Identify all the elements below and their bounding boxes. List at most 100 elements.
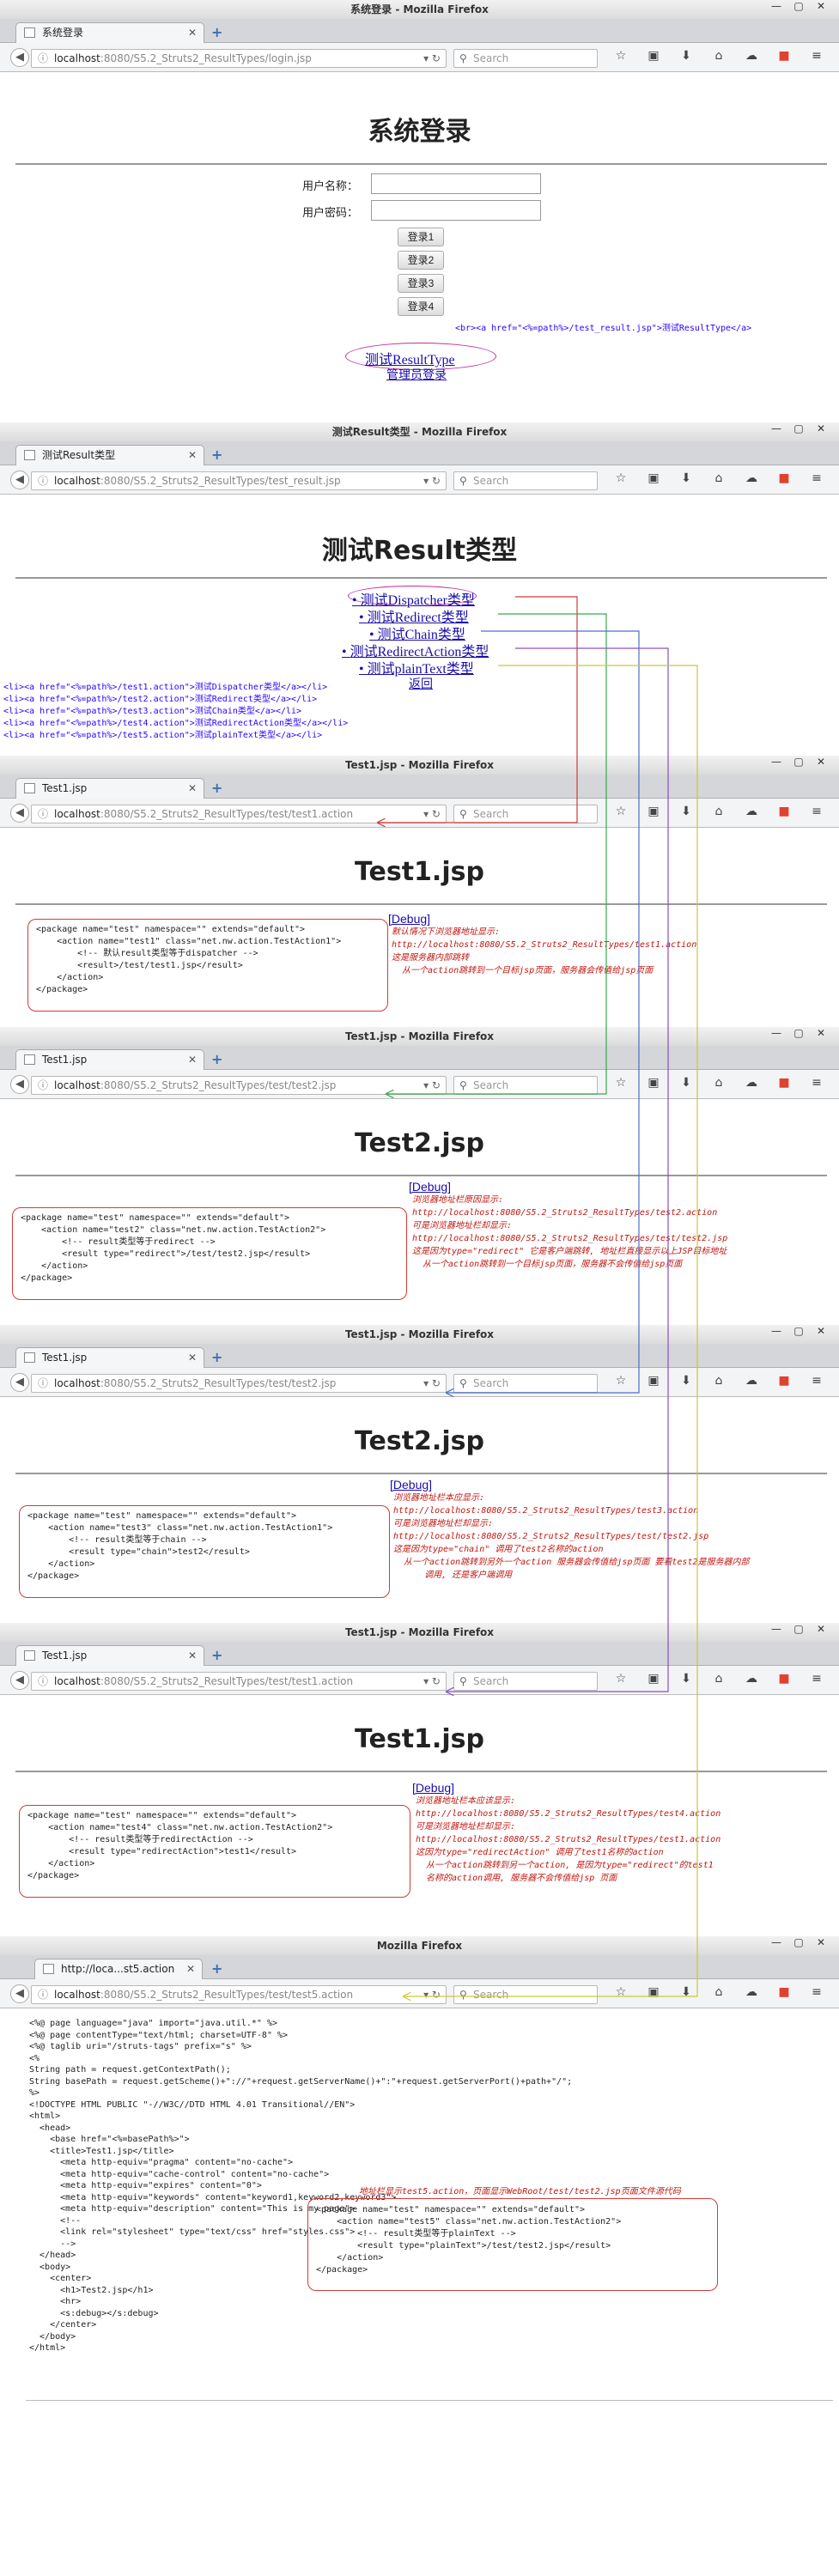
bookmark-star-icon[interactable]: ☆: [615, 471, 627, 485]
new-tab-button[interactable]: +: [211, 447, 223, 463]
close-button[interactable]: ✕: [816, 1936, 826, 1948]
login-button-2[interactable]: 登录2: [398, 251, 444, 270]
home-icon[interactable]: ⌂: [714, 805, 723, 818]
reload-icon[interactable]: ▾ ↻: [423, 1675, 441, 1687]
search-input[interactable]: ⚲Search: [453, 805, 598, 823]
home-icon[interactable]: ⌂: [714, 1672, 723, 1686]
close-button[interactable]: ✕: [816, 1623, 826, 1635]
menu-icon[interactable]: ≡: [812, 49, 822, 63]
downloads-icon[interactable]: ⬇: [681, 805, 691, 818]
tab-active[interactable]: Test1.jsp✕: [15, 778, 204, 799]
minimize-button[interactable]: —: [771, 0, 781, 12]
tab-active[interactable]: 系统登录✕: [15, 22, 204, 43]
reading-list-icon[interactable]: ▣: [647, 1672, 660, 1686]
addon-icon[interactable]: ■: [778, 471, 790, 485]
bookmark-star-icon[interactable]: ☆: [615, 49, 627, 63]
reading-list-icon[interactable]: ▣: [647, 1985, 660, 1999]
downloads-icon[interactable]: ⬇: [681, 1672, 691, 1686]
search-input[interactable]: ⚲Search: [453, 49, 598, 68]
reading-list-icon[interactable]: ▣: [647, 1076, 660, 1090]
tab-close-icon[interactable]: ✕: [185, 1963, 195, 1975]
tab-active[interactable]: http://loca...st5.action✕: [34, 1959, 203, 1979]
reload-icon[interactable]: ▾ ↻: [423, 475, 441, 487]
maximize-button[interactable]: ▢: [793, 0, 804, 12]
debug-link[interactable]: [Debug]: [409, 1180, 452, 1194]
tab-close-icon[interactable]: ✕: [187, 1054, 197, 1066]
menu-icon[interactable]: ≡: [812, 805, 822, 818]
addon-icon[interactable]: ■: [778, 1076, 790, 1090]
search-input[interactable]: ⚲Search: [453, 471, 598, 490]
reading-list-icon[interactable]: ▣: [647, 49, 660, 63]
login-button-1[interactable]: 登录1: [398, 228, 444, 246]
bookmark-star-icon[interactable]: ☆: [615, 1076, 627, 1090]
addon-icon[interactable]: ■: [778, 1985, 790, 1999]
addon-icon[interactable]: ■: [778, 1374, 790, 1388]
home-icon[interactable]: ⌂: [714, 49, 723, 63]
tab-close-icon[interactable]: ✕: [187, 1352, 197, 1364]
minimize-button[interactable]: —: [771, 756, 781, 768]
sync-icon[interactable]: ☁: [745, 1076, 757, 1090]
minimize-button[interactable]: —: [771, 422, 781, 434]
home-icon[interactable]: ⌂: [714, 1374, 723, 1388]
home-icon[interactable]: ⌂: [714, 471, 723, 485]
close-button[interactable]: ✕: [816, 1027, 826, 1039]
debug-link[interactable]: [Debug]: [412, 1781, 455, 1795]
tab-active[interactable]: Test1.jsp✕: [15, 1049, 204, 1070]
menu-icon[interactable]: ≡: [812, 1672, 822, 1686]
sync-icon[interactable]: ☁: [745, 471, 757, 485]
new-tab-button[interactable]: +: [211, 24, 223, 40]
reload-icon[interactable]: ▾ ↻: [423, 1079, 441, 1091]
search-input[interactable]: ⚲Search: [453, 1374, 598, 1393]
maximize-button[interactable]: ▢: [793, 1325, 804, 1337]
menu-icon[interactable]: ≡: [812, 471, 822, 485]
bookmark-star-icon[interactable]: ☆: [615, 1672, 627, 1686]
menu-icon[interactable]: ≡: [812, 1985, 822, 1999]
back-button[interactable]: ◀: [10, 1671, 29, 1690]
maximize-button[interactable]: ▢: [793, 1027, 804, 1039]
reload-icon[interactable]: ▾ ↻: [423, 1989, 441, 2001]
downloads-icon[interactable]: ⬇: [681, 49, 691, 63]
reload-icon[interactable]: ▾ ↻: [423, 1377, 441, 1389]
maximize-button[interactable]: ▢: [793, 1936, 804, 1948]
back-button[interactable]: ◀: [10, 1373, 29, 1392]
admin-login-link[interactable]: 管理员登录: [386, 369, 447, 382]
new-tab-button[interactable]: +: [211, 1647, 223, 1663]
new-tab-button[interactable]: +: [211, 1960, 223, 1977]
minimize-button[interactable]: —: [771, 1936, 781, 1948]
bookmark-star-icon[interactable]: ☆: [615, 805, 627, 818]
tab-active[interactable]: 测试Result类型✕: [15, 445, 204, 465]
tab-active[interactable]: Test1.jsp✕: [15, 1645, 204, 1666]
downloads-icon[interactable]: ⬇: [681, 1374, 691, 1388]
debug-link[interactable]: [Debug]: [388, 912, 431, 926]
tab-close-icon[interactable]: ✕: [187, 27, 197, 39]
new-tab-button[interactable]: +: [211, 1349, 223, 1365]
search-input[interactable]: ⚲Search: [453, 1076, 598, 1095]
tab-close-icon[interactable]: ✕: [187, 1649, 197, 1662]
back-button[interactable]: ◀: [10, 48, 29, 67]
maximize-button[interactable]: ▢: [793, 756, 804, 768]
minimize-button[interactable]: —: [771, 1623, 781, 1635]
sync-icon[interactable]: ☁: [745, 805, 757, 818]
home-icon[interactable]: ⌂: [714, 1985, 723, 1999]
addon-icon[interactable]: ■: [778, 49, 790, 63]
downloads-icon[interactable]: ⬇: [681, 1985, 691, 1999]
tab-close-icon[interactable]: ✕: [187, 449, 197, 461]
new-tab-button[interactable]: +: [211, 1051, 223, 1067]
close-button[interactable]: ✕: [816, 0, 826, 12]
back-button[interactable]: ◀: [10, 804, 29, 823]
back-link[interactable]: 返回: [409, 678, 433, 691]
back-button[interactable]: ◀: [10, 1984, 29, 2003]
menu-icon[interactable]: ≡: [812, 1076, 822, 1090]
tab-close-icon[interactable]: ✕: [187, 782, 197, 794]
reload-icon[interactable]: ▾ ↻: [423, 808, 441, 820]
new-tab-button[interactable]: +: [211, 780, 223, 796]
sync-icon[interactable]: ☁: [745, 1374, 757, 1388]
search-input[interactable]: ⚲Search: [453, 1672, 598, 1691]
bookmark-star-icon[interactable]: ☆: [615, 1374, 627, 1388]
home-icon[interactable]: ⌂: [714, 1076, 723, 1090]
test-result-type-link[interactable]: 测试ResultType: [365, 353, 455, 368]
